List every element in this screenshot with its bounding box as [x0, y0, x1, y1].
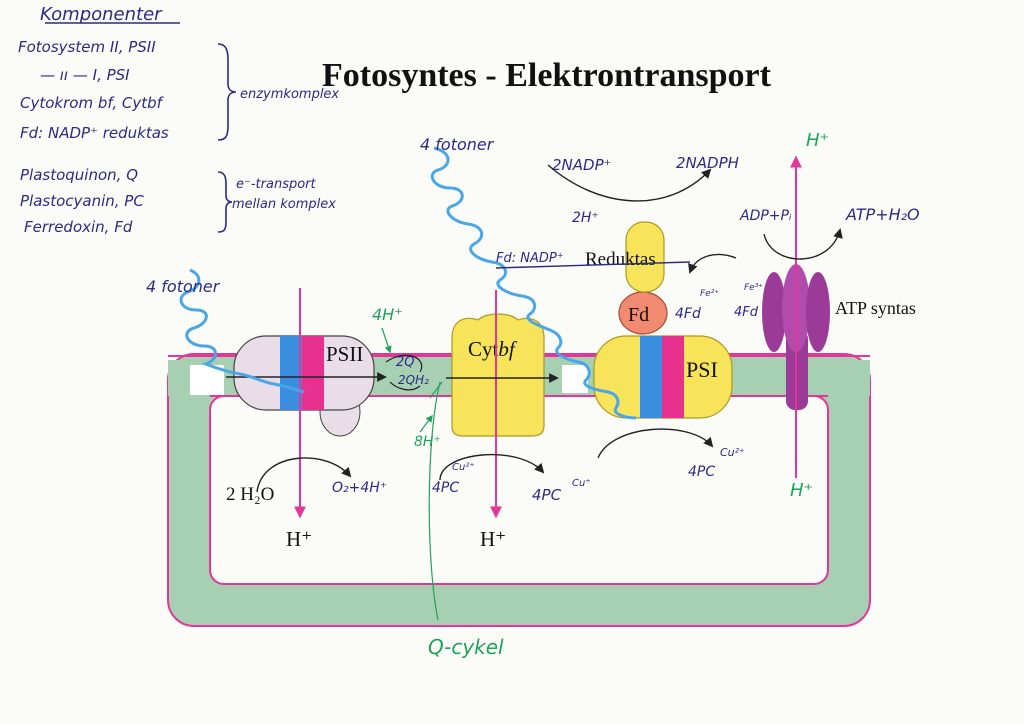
fe-right-label: Fe³⁺ [744, 283, 763, 293]
fd-label: Fd [628, 304, 649, 326]
two-qh2-label: 2QH₂ [398, 373, 429, 387]
four-h-green-label: 4H⁺ [372, 305, 403, 324]
four-fd-left-label: 4Fd [675, 306, 701, 322]
psi-complex: PSI [562, 335, 733, 419]
h-plus-mid: H⁺ [480, 527, 506, 551]
diagram-title: Fotosyntes - Elektrontransport [322, 57, 772, 94]
nadph-label: 2NADPH [676, 154, 739, 172]
four-pc-left-label: 4PC [432, 480, 459, 496]
h-plus-top-green: H⁺ [806, 130, 829, 151]
two-q-label: 2Q [396, 355, 415, 370]
notes-line-2: — ıı — I, PSI [40, 66, 130, 84]
notes-line-1: Fotosystem II, PSII [18, 38, 156, 56]
fe-left-label: Fe²⁺ [700, 289, 719, 299]
psii-complex: PSII [190, 335, 375, 437]
photon-wave-left [179, 268, 305, 394]
psii-label: PSII [326, 342, 363, 366]
cu-mid-label: Cu⁺ [572, 478, 591, 489]
notes-group2-label-2: mellan komplex [232, 197, 336, 212]
eight-h-green-label: 8H⁺ [414, 434, 441, 450]
nadp-label: 2NADP⁺ [552, 156, 612, 174]
reduktas-complex: Reduktas [585, 221, 665, 293]
cytbf-complex: Cytbf [451, 313, 545, 437]
fd-complex: Fd [618, 291, 668, 335]
notes-line-4: Fd: NADP⁺ reduktas [20, 124, 169, 142]
notes-group1-label: enzymkomplex [240, 87, 339, 102]
notes-line-3: Cytokrom bf, Cytbf [20, 94, 165, 112]
cu-left-label: Cu²⁺ [452, 462, 475, 473]
adp-label: ADP+Pᵢ [739, 208, 792, 224]
o2-label: O₂+4H⁺ [332, 480, 387, 496]
reduktas-label: Reduktas [585, 249, 656, 270]
photons-mid-label: 4 fotoner [420, 135, 495, 154]
notes-line-6: Plastocyanin, PC [20, 192, 144, 210]
atp-label: ATP+H₂O [845, 205, 920, 224]
notes-heading: Komponenter [40, 4, 163, 25]
notes-group2-label-1: e⁻-transport [236, 177, 317, 192]
notes-line-5: Plastoquinon, Q [20, 166, 138, 184]
atp-syntas-label: ATP syntas [835, 298, 916, 318]
cu-right-label: Cu²⁺ [720, 446, 745, 459]
h-plus-left: H⁺ [286, 527, 312, 551]
two-h-label: 2H⁺ [572, 210, 599, 226]
photon-wave-mid [430, 146, 637, 420]
four-fd-right-label: 4Fd [734, 305, 759, 320]
photons-left-label: 4 fotoner [146, 277, 221, 296]
psi-label: PSI [686, 357, 718, 382]
fd-nadp-label: Fd: NADP⁺ [496, 251, 564, 266]
four-pc-mid-label: 4PC [532, 486, 562, 504]
cytbf-label: Cytbf [468, 337, 518, 361]
q-cykel-label: Q-cykel [428, 635, 504, 659]
four-pc-right-label: 4PC [688, 464, 715, 480]
water-label: 2 H₂O [226, 484, 274, 505]
notes-line-7: Ferredoxin, Fd [24, 218, 133, 236]
h-plus-bottom-green: H⁺ [790, 480, 813, 501]
